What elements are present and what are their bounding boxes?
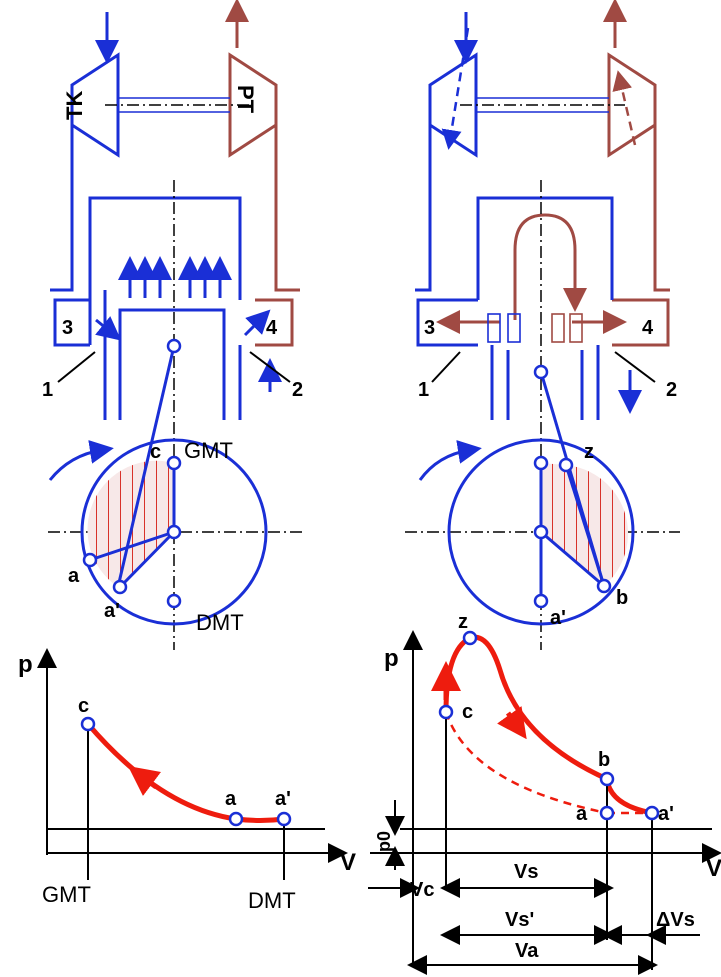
pv-point-b: b [598,749,610,771]
pv-diagram-right: p V z c b a a' p0 Vc Vs Vs' [368,611,721,975]
vs-label: Vs [514,861,538,883]
turbine-left [228,52,278,158]
pv-point-a-prime-right: a' [658,803,674,825]
pv-dmt-label: DMT [248,888,296,913]
label-3-right: 3 [424,317,435,339]
point-b-right: b [616,587,628,609]
intake-receiver-3 [53,298,90,347]
va-label: Va [515,940,539,962]
vs-prime-label: Vs' [505,909,534,931]
crank-circle-right [447,438,635,626]
cylinder-right [476,196,614,300]
turbo-compressor-left [70,52,120,158]
label-4-right: 4 [642,317,654,339]
point-a-left: a [68,565,80,587]
point-c-left: c [150,441,161,463]
label-3-left: 3 [62,317,73,339]
label-1-left: 1 [42,379,53,401]
p0-label: p0 [374,831,394,852]
gmt-label-left: GMT [184,438,233,463]
pv-point-a-prime-left: a' [275,788,291,810]
exhaust-receiver-4 [255,298,294,347]
pv-point-c-left: c [78,695,89,717]
piston-left [118,308,226,420]
v-label-left: V [340,849,356,876]
vc-label: Vc [410,879,434,901]
turbine-right [607,52,657,158]
p-label-left: p [18,651,33,678]
label-2-left: 2 [292,379,303,401]
point-z-right: z [584,441,594,463]
label-1-right: 1 [418,379,429,401]
delta-vs-label: ΔVs [656,909,695,931]
flow-arrows-up [118,256,232,298]
label-2-right: 2 [666,379,677,401]
right-engine: 3 4 1 2 z b a' [405,0,680,650]
crank-sector-left [87,460,174,587]
pv-point-c-right: c [462,701,473,723]
point-a-prime-right: a' [550,607,566,629]
v-label-right: V [706,855,721,882]
point-a-prime-left: a' [104,600,120,622]
turbo-compressor-right [428,52,478,158]
compression-curve-left [85,721,287,823]
p-label-right: p [384,645,399,672]
pv-diagram-left: p V c a a' GMT DMT [18,648,356,913]
cylinder-left [88,196,242,300]
label-4-left: 4 [266,317,278,339]
left-engine: TK PT 3 4 1 2 [42,0,303,650]
pv-point-a-left: a [225,788,237,810]
pv-point-a-right: a [576,803,588,825]
intake-receiver-3-right [416,298,478,347]
dmt-label-left: DMT [196,610,244,635]
crank-circle-left [80,438,268,626]
pt-label: PT [233,85,258,114]
tk-label: TK [62,91,87,120]
exhaust-receiver-4-right [612,298,670,347]
pv-point-z: z [458,611,468,633]
pv-gmt-label: GMT [42,882,91,907]
